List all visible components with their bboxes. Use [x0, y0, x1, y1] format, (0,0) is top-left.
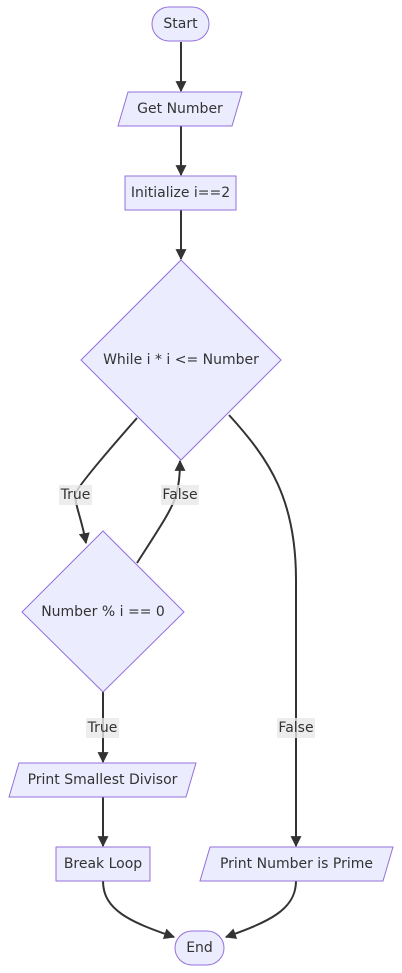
node-print-smallest-divisor: Print Smallest Divisor [8, 762, 197, 798]
edge-label-check-false: False [161, 485, 199, 505]
svg-text:Print Number is Prime: Print Number is Prime [220, 856, 373, 872]
node-while-decision: While i * i <= Number [80, 259, 282, 461]
svg-text:Start: Start [163, 16, 198, 32]
node-break-loop: Break Loop [55, 846, 151, 882]
node-end: End [174, 930, 225, 966]
svg-text:False: False [162, 487, 197, 503]
edge-label-check-true: True [86, 718, 119, 738]
node-check-divisor-decision: Number % i == 0 [21, 530, 185, 693]
svg-text:While i * i <= Number: While i * i <= Number [103, 352, 259, 368]
edge-label-while-true: True [59, 485, 92, 505]
svg-text:Initialize i==2: Initialize i==2 [131, 185, 230, 201]
svg-text:Break Loop: Break Loop [64, 856, 142, 872]
edge-while-true-to-check [73, 417, 138, 545]
node-get-number: Get Number [117, 91, 243, 127]
node-initialize: Initialize i==2 [124, 175, 237, 211]
edge-check-false-to-while [136, 459, 186, 564]
svg-text:End: End [186, 940, 213, 956]
node-start: Start [151, 6, 210, 42]
svg-text:Get Number: Get Number [137, 101, 223, 117]
svg-text:Number % i == 0: Number % i == 0 [41, 604, 165, 620]
svg-text:True: True [87, 720, 118, 736]
edge-print-prime-to-end [224, 880, 297, 939]
node-print-prime: Print Number is Prime [199, 846, 394, 882]
edge-label-while-false: False [277, 718, 315, 738]
svg-text:Print Smallest Divisor: Print Smallest Divisor [28, 772, 178, 788]
edge-while-false-to-print-prime [228, 414, 302, 848]
svg-text:False: False [278, 720, 313, 736]
edge-break-to-end [102, 880, 176, 940]
svg-text:True: True [60, 487, 91, 503]
